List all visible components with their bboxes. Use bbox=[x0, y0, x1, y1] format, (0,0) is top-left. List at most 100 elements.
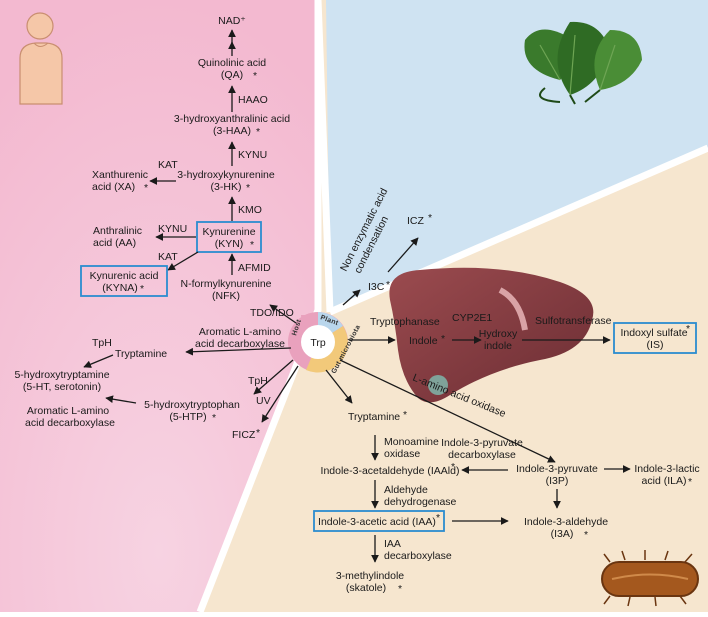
serotonin-pathway: Aromatic L-amino acid decarboxylase Tryp… bbox=[14, 326, 299, 441]
tryptophanase-label: Tryptophanase bbox=[370, 316, 440, 328]
trp-hub: Trp Host Plant Gut microbiota bbox=[288, 312, 362, 375]
aa-label-2: acid (AA) bbox=[93, 237, 136, 249]
host-background bbox=[0, 0, 318, 612]
bacterium-icon bbox=[601, 550, 699, 607]
human-silhouette-icon bbox=[19, 12, 63, 105]
ficz-label: FICZ bbox=[232, 429, 256, 441]
i3a-label-2: (I3A) bbox=[551, 528, 574, 540]
5htp-marker: * bbox=[212, 412, 216, 424]
i3pd-label-1: Indole-3-pyruvate bbox=[441, 437, 523, 449]
kyn-box bbox=[196, 221, 262, 253]
icz-label: ICZ bbox=[407, 215, 425, 227]
host-divider bbox=[196, 0, 322, 614]
iaa-marker: * bbox=[436, 512, 440, 524]
arrow-5htp-5ht bbox=[105, 395, 137, 404]
arrow-i3c-icz bbox=[387, 237, 419, 273]
skatole-label-1: 3-methylindole bbox=[336, 570, 404, 582]
haa-marker: * bbox=[256, 126, 260, 138]
5ht-label-2: (5-HT, serotonin) bbox=[23, 381, 101, 393]
hk-label-1: 3-hydroxykynurenine bbox=[177, 169, 275, 181]
iaa-box bbox=[313, 510, 445, 532]
nfk-label-1: N-formylkynurenine bbox=[180, 278, 271, 290]
kyna-label-1: Kynurenic acid bbox=[90, 270, 159, 282]
arrow-trp-tryptamine bbox=[185, 347, 292, 356]
ila-label-2: acid (ILA) bbox=[642, 475, 687, 487]
kat2-label: KAT bbox=[158, 251, 178, 263]
i3c-marker: * bbox=[386, 279, 390, 291]
aadc2-label-2: acid decarboxylase bbox=[25, 417, 115, 429]
xa-label-1: Xanthurenic bbox=[92, 169, 148, 181]
host-sector-label: Host bbox=[291, 318, 303, 336]
xa-label-2: acid (XA) bbox=[92, 181, 135, 193]
tph2-label: TpH bbox=[248, 375, 268, 387]
arrow-trp-i3p bbox=[339, 359, 556, 463]
tryptamine-microbe-label: Tryptamine bbox=[348, 411, 400, 423]
kynurenine-pathway: NAD⁺ Quinolinic acid (QA) * HAAO 3-hydro… bbox=[80, 15, 297, 324]
plant-left-divider bbox=[314, 0, 334, 313]
icz-marker: * bbox=[428, 212, 432, 224]
arrow-trp-nfk bbox=[269, 304, 297, 324]
is-box bbox=[613, 322, 697, 354]
arrow-tryptamine-5ht bbox=[83, 354, 114, 368]
i3p-label-2: (I3P) bbox=[546, 475, 569, 487]
skatole-marker: * bbox=[398, 583, 402, 595]
trp-label: Trp bbox=[310, 337, 326, 349]
ald-label-1: Aldehyde bbox=[384, 484, 428, 496]
i3pd-label-2: decarboxylase bbox=[448, 449, 516, 461]
kyna-label-2: (KYNA) bbox=[102, 282, 138, 294]
kyn-label-1: Kynurenine bbox=[202, 226, 255, 238]
iaa-label: Indole-3-acetic acid (IAA) bbox=[318, 516, 436, 528]
aa-label-1: Anthralinic bbox=[93, 225, 142, 237]
ficz-marker: * bbox=[256, 427, 260, 439]
iaald-label: Indole-3-acetaldehyde (IAAld) bbox=[321, 465, 460, 477]
haa-label-1: 3-hydroxyanthralinic acid bbox=[174, 113, 290, 125]
xa-marker: * bbox=[144, 182, 148, 194]
qa-label-2: (QA) bbox=[221, 69, 243, 81]
ila-marker: * bbox=[688, 476, 692, 488]
kynu1-label: KYNU bbox=[238, 149, 267, 161]
iaad-label-2: decarboxylase bbox=[384, 550, 452, 562]
i3a-label-1: Indole-3-aldehyde bbox=[524, 516, 608, 528]
5ht-label-1: 5-hydroxytryptamine bbox=[14, 369, 109, 381]
kyn-marker: * bbox=[250, 239, 254, 251]
i3p-label-1: Indole-3-pyruvate bbox=[516, 463, 598, 475]
is-marker: * bbox=[686, 323, 690, 335]
aadc2-label-1: Aromatic L-amino bbox=[27, 405, 109, 417]
spinach-icon bbox=[524, 21, 642, 105]
indole-label: Indole bbox=[409, 335, 438, 347]
kyna-box bbox=[80, 265, 168, 297]
indole-marker: * bbox=[441, 333, 445, 345]
liver-icon bbox=[389, 267, 594, 403]
kyna-marker: * bbox=[140, 283, 144, 295]
hk-marker: * bbox=[246, 182, 250, 194]
5htp-label-2: (5-HTP) bbox=[169, 411, 206, 423]
kynu2-label: KYNU bbox=[158, 223, 187, 235]
tryptamine-microbe-marker: * bbox=[403, 409, 407, 421]
ald-label-2: dehydrogenase bbox=[384, 496, 457, 508]
iaald-marker: * bbox=[451, 461, 455, 473]
tdo-ido-label: TDO/IDO bbox=[250, 307, 294, 319]
haa-label-2: (3-HAA) bbox=[213, 125, 251, 137]
sulfotransferase-label: Sulfotransferase bbox=[535, 315, 612, 327]
arrow-trp-5htp bbox=[253, 359, 294, 395]
mao-label-2: oxidase bbox=[384, 448, 420, 460]
aadc-label-1: Aromatic L-amino bbox=[199, 326, 281, 338]
arrow-trp-tryptamine-microbe bbox=[325, 369, 353, 404]
uv-label: UV bbox=[256, 395, 271, 407]
i3a-marker: * bbox=[584, 529, 588, 541]
mao-label-1: Monoamine bbox=[384, 436, 439, 448]
is-label-1: Indoxyl sulfate bbox=[620, 327, 687, 339]
kat1-label: KAT bbox=[158, 159, 178, 171]
is-label-2: (IS) bbox=[647, 339, 664, 351]
arrow-trp-i3c bbox=[342, 289, 361, 306]
qa-label-1: Quinolinic acid bbox=[198, 57, 266, 69]
hydroxy-label-1: Hydroxy bbox=[479, 328, 518, 340]
qa-marker: * bbox=[253, 70, 257, 82]
i3c-label: I3C bbox=[368, 281, 385, 293]
aadc-label-2: acid decarboxylase bbox=[195, 338, 285, 350]
cyp2e1-label: CYP2E1 bbox=[452, 312, 492, 324]
ila-label-1: Indole-3-lactic bbox=[634, 463, 699, 475]
tryptamine-host-label: Tryptamine bbox=[115, 348, 167, 360]
